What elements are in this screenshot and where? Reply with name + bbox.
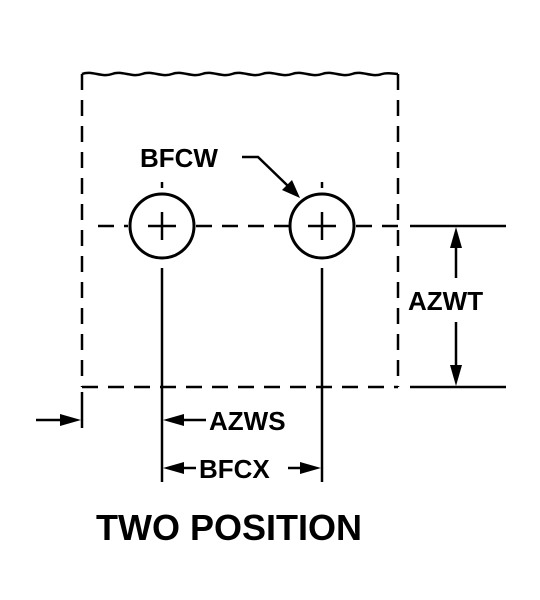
hole-callout-leader (242, 155, 289, 187)
offset-dim-label: AZWS (209, 406, 286, 436)
hole-right-circle (288, 192, 356, 260)
offset-dim-arrowhead (163, 414, 184, 426)
spacing-dim-arrow-right (300, 462, 321, 474)
hole-right (288, 182, 356, 482)
spacing-dimension: BFCX (163, 454, 321, 484)
height-dim-arrow-top (450, 227, 462, 248)
spacing-dim-label: BFCX (199, 454, 270, 484)
spacing-dim-arrow-left (163, 462, 184, 474)
offset-dimension: AZWS (163, 406, 286, 436)
height-dim-arrow-bottom (450, 365, 462, 386)
height-dim-label: AZWT (408, 286, 483, 316)
diagram-title: TWO POSITION (96, 507, 362, 548)
hole-callout: BFCW (140, 143, 300, 198)
height-dimension: AZWT (408, 224, 506, 389)
offset-ref-arrowhead (60, 414, 81, 426)
hole-left-circle (128, 192, 196, 260)
hole-callout-arrowhead (282, 180, 300, 198)
panel-break-line (81, 71, 399, 77)
hole-left (128, 182, 196, 482)
hole-callout-label: BFCW (140, 143, 218, 173)
offset-reference-arrow (36, 392, 84, 428)
